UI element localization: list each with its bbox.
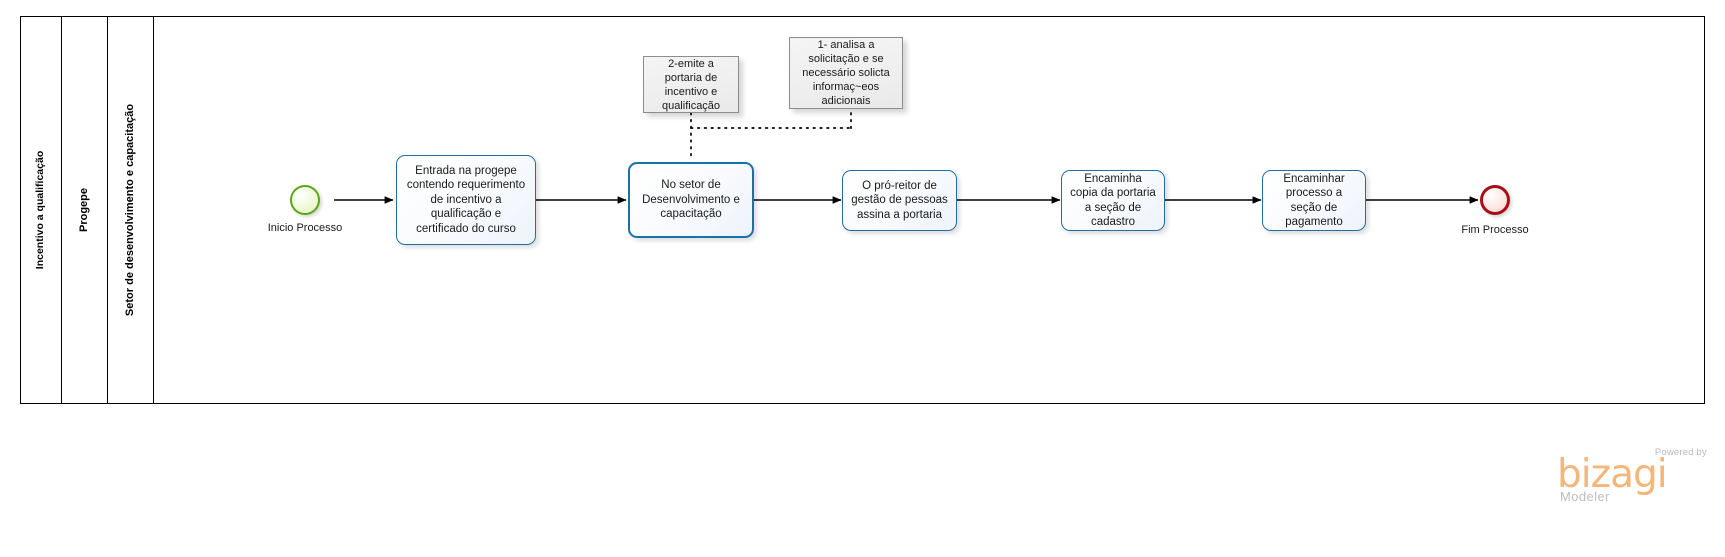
task-setor-desenvolvimento-label: No setor de Desenvolvimento e capacitaçã… — [642, 179, 740, 221]
pool-title-label: Incentivo a qualificação — [34, 150, 47, 270]
lane-header-progepe[interactable]: Progepe — [62, 16, 108, 404]
pool-title: Incentivo a qualificação — [20, 16, 62, 404]
end-event[interactable] — [1480, 185, 1510, 215]
task-setor-desenvolvimento[interactable]: No setor de Desenvolvimento e capacitaçã… — [628, 162, 754, 238]
annotation-note-2-label: 2-emite a portaria de incentivo e qualif… — [661, 57, 721, 112]
annotation-note-1-label: 1- analisa a solicitação e se necessário… — [802, 39, 890, 107]
task-encaminha-copia-portaria[interactable]: Encaminha copia da portaria a seção de c… — [1061, 170, 1165, 231]
bizagi-logo: Powered by bizagi Modeler — [1556, 447, 1708, 505]
task-pro-reitor-assina[interactable]: O pró-reitor de gestão de pessoas assina… — [842, 170, 957, 231]
annotation-note-2[interactable]: 2-emite a portaria de incentivo e qualif… — [643, 56, 739, 113]
task-entrada-progepe[interactable]: Entrada na progepe contendo requerimento… — [396, 155, 536, 245]
task-encaminha-copia-portaria-label: Encaminha copia da portaria a seção de c… — [1070, 172, 1156, 229]
bizagi-edition-label: Modeler — [1560, 489, 1610, 504]
annotation-note-1[interactable]: 1- analisa a solicitação e se necessário… — [789, 37, 903, 109]
task-entrada-progepe-label: Entrada na progepe contendo requerimento… — [406, 164, 526, 235]
bizagi-wordmark: bizagi — [1557, 452, 1668, 497]
start-event[interactable] — [290, 185, 320, 215]
lane-label-setor-desenvolvimento: Setor de desenvolvimento e capacitação — [124, 103, 137, 317]
task-encaminhar-processo-pagamento-label: Encaminhar processo a seção de pagamento — [1283, 172, 1345, 229]
task-pro-reitor-assina-label: O pró-reitor de gestão de pessoas assina… — [851, 179, 948, 221]
end-event-label: Fim Processo — [1461, 224, 1529, 236]
task-encaminhar-processo-pagamento[interactable]: Encaminhar processo a seção de pagamento — [1262, 170, 1366, 231]
lane-label-progepe: Progepe — [78, 187, 91, 233]
lane-header-setor-desenvolvimento[interactable]: Setor de desenvolvimento e capacitação — [108, 16, 154, 404]
powered-by-label: Powered by — [1654, 447, 1707, 458]
start-event-label: Inicio Processo — [267, 222, 343, 234]
